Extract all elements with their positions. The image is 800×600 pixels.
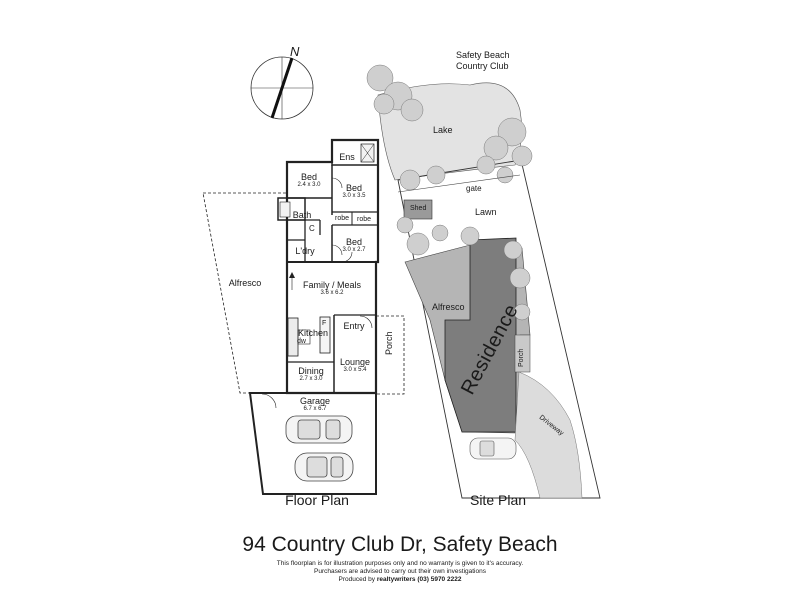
floor-plan-caption: Floor Plan bbox=[285, 492, 349, 508]
site-shed-label: Shed bbox=[410, 205, 427, 212]
alfresco-outline bbox=[202, 192, 288, 394]
garage-car-1 bbox=[285, 415, 353, 444]
disclaimer-line-3: Produced by realtywriters (03) 5970 2222 bbox=[220, 576, 580, 584]
room-garage-dim: 6.7 x 6.7 bbox=[303, 406, 327, 412]
room-bed-3-dim: 3.0 x 2.7 bbox=[342, 247, 366, 253]
ensuite-walls bbox=[331, 139, 379, 166]
room-kitchen: Kitchen bbox=[297, 328, 329, 338]
room-bed-1: Bed bbox=[300, 172, 318, 182]
room-alfresco: Alfresco bbox=[228, 278, 262, 288]
site-gate-label: gate bbox=[466, 184, 482, 193]
room-entry: Entry bbox=[343, 321, 365, 331]
trees bbox=[366, 64, 533, 321]
disclaimer-phone: (03) 5970 2222 bbox=[417, 576, 462, 583]
kitchen-bench bbox=[287, 317, 299, 357]
room-dining-dim: 2.7 x 3.0 bbox=[299, 376, 323, 382]
room-lounge-dim: 3.0 x 5.4 bbox=[343, 367, 367, 373]
room-garage: Garage bbox=[299, 396, 331, 406]
disclaimer-prefix: Produced by bbox=[338, 576, 376, 583]
room-lounge: Lounge bbox=[339, 357, 371, 367]
room-laundry: L'dry bbox=[295, 246, 315, 256]
site-lake-label: Lake bbox=[433, 125, 453, 135]
site-alfresco-label: Alfresco bbox=[432, 302, 465, 312]
site-porch-label: Porch bbox=[518, 348, 525, 367]
room-bath: Bath bbox=[292, 210, 312, 220]
site-plan-caption: Site Plan bbox=[469, 492, 527, 508]
site-boundary bbox=[397, 159, 601, 499]
site-car bbox=[469, 437, 517, 460]
disclaimer-line-1: This floorplan is for illustration purpo… bbox=[276, 560, 524, 567]
room-porch: Porch bbox=[384, 331, 394, 355]
shed bbox=[403, 199, 433, 220]
compass-rose bbox=[250, 56, 314, 120]
room-dishwasher: dw bbox=[297, 338, 306, 345]
garage-car-2 bbox=[294, 452, 354, 482]
room-bed-1-dim: 2.4 x 3.0 bbox=[297, 182, 321, 188]
room-bed-3: Bed bbox=[345, 237, 363, 247]
compass-north-label: N bbox=[290, 44, 300, 59]
porch-outline bbox=[375, 315, 405, 395]
room-dining: Dining bbox=[298, 366, 324, 376]
room-bed-2: Bed bbox=[345, 183, 363, 193]
floor-plan bbox=[202, 138, 405, 495]
room-ensuite: Ens bbox=[339, 152, 355, 162]
driveway bbox=[514, 371, 583, 499]
room-fridge: F bbox=[322, 320, 327, 327]
kitchen-island bbox=[319, 316, 331, 354]
room-family-meals-dim: 3.6 x 6.2 bbox=[320, 290, 344, 296]
room-cupboard: C bbox=[309, 224, 315, 233]
room-family-meals: Family / Meals bbox=[302, 280, 362, 290]
room-robe-1: robe bbox=[335, 215, 350, 222]
room-bed-2-dim: 3.0 x 3.5 bbox=[342, 193, 366, 199]
site-porch bbox=[514, 334, 531, 373]
property-address-title: 94 Country Club Dr, Safety Beach bbox=[242, 533, 558, 556]
disclaimer-line-2: Purchasers are advised to carry out thei… bbox=[314, 568, 486, 575]
room-robe-2: robe bbox=[357, 216, 372, 223]
disclaimer: This floorplan is for illustration purpo… bbox=[220, 560, 580, 584]
garage-walls bbox=[248, 392, 377, 495]
disclaimer-brand: realtywriters bbox=[376, 576, 416, 583]
site-club-label: Safety Beach Country Club bbox=[456, 50, 510, 71]
site-lawn-label: Lawn bbox=[475, 207, 497, 217]
site-plan bbox=[366, 64, 601, 499]
